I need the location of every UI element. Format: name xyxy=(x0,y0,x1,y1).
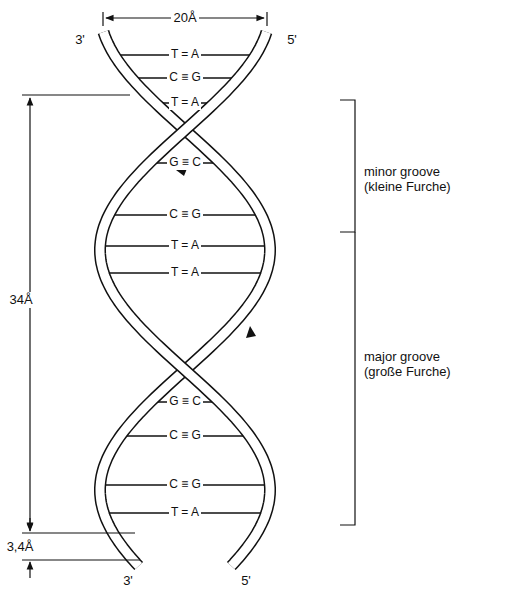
strand-outline xyxy=(100,32,270,566)
strand-end-label: 3' xyxy=(74,33,86,48)
strand-end-label: 3' xyxy=(122,574,134,589)
groove-label: major groove (große Furche) xyxy=(364,350,464,380)
base-pair: T = A xyxy=(169,48,201,62)
dimension-label: 20Å xyxy=(171,10,198,27)
base-pair: T = A xyxy=(169,506,201,520)
base-pair: C ≡ G xyxy=(167,478,203,492)
base-pair: C ≡ G xyxy=(167,208,203,222)
strand-outline xyxy=(100,32,270,566)
strand-ribbon xyxy=(100,32,270,566)
groove-label: minor groove (kleine Furche) xyxy=(364,165,464,195)
base-pair: G ≡ C xyxy=(167,156,203,170)
base-pair: T = A xyxy=(169,239,201,253)
strand-end-label: 5' xyxy=(240,574,252,589)
strand-end-label: 5' xyxy=(286,33,298,48)
base-pair: C ≡ G xyxy=(167,71,203,85)
dimension-lines xyxy=(22,12,267,578)
base-pair: T = A xyxy=(169,266,201,280)
dimension-label: 3,4Å xyxy=(5,539,36,556)
base-pair: C ≡ G xyxy=(167,429,203,443)
strand-ribbon xyxy=(100,32,270,566)
groove-bracket xyxy=(340,100,355,525)
base-pair: G ≡ C xyxy=(167,395,203,409)
base-pair: T = A xyxy=(169,96,201,110)
dimension-label: 34Å xyxy=(7,292,34,309)
